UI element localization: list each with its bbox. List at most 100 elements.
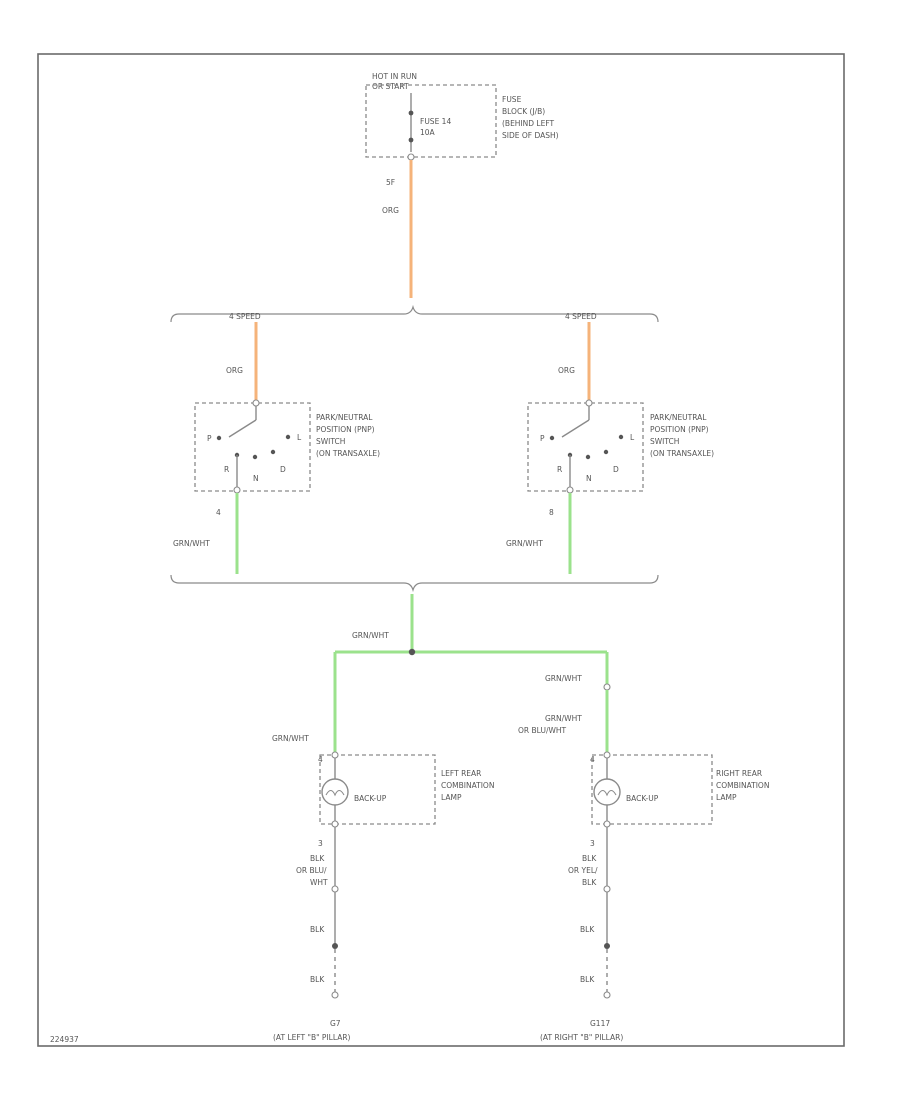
fuse-terminal-top <box>408 110 414 116</box>
left-lamp-output-connector <box>331 820 339 828</box>
fuse-output-wire-color: ORG <box>382 206 399 215</box>
right-pnp-contact-arm <box>561 419 590 438</box>
left-pnp-output-wire-color: GRN/WHT <box>173 539 210 548</box>
right-branch-label: 4 SPEED <box>565 312 597 321</box>
diagram-frame <box>37 53 845 1047</box>
left-pnp-contact-d <box>270 449 276 455</box>
right-lamp-output-wire-line3: BLK <box>582 878 597 887</box>
left-pnp-pos-r: R <box>224 465 229 474</box>
junction-wire-color: GRN/WHT <box>352 631 389 640</box>
splice-dot <box>408 648 416 656</box>
right-pnp-pos-r: R <box>557 465 562 474</box>
left-pnp-contact-n <box>252 454 258 460</box>
right-pnp-contact-l <box>618 434 624 440</box>
right-lamp-output-wire-line1: BLK <box>582 854 597 863</box>
left-lamp-output-wire-line2: OR BLU/ <box>296 866 327 875</box>
left-bulb-filament <box>325 789 345 797</box>
left-ground-id: G7 <box>330 1019 341 1028</box>
left-pnp-output-connector <box>233 486 241 494</box>
right-lamp-input-wire-line1: GRN/WHT <box>545 714 582 723</box>
pnp-switch-left: ORG P R N D L PARK/NEUTRAL POSITION (PNP… <box>173 322 380 574</box>
fuse-block-location-line1: FUSE <box>502 95 522 104</box>
top-brace-line <box>170 304 659 323</box>
right-pnp-input-wire-color: ORG <box>558 366 575 375</box>
right-lamp-output-connector <box>603 820 611 828</box>
diagram-id: 224937 <box>50 1035 79 1044</box>
left-lamp-output-wire-line1: BLK <box>310 854 325 863</box>
left-pnp-pos-n: N <box>253 474 259 483</box>
right-ground-wire-color-2: BLK <box>580 975 595 984</box>
right-pnp-label-line3: SWITCH <box>650 437 679 446</box>
left-pnp-label-line1: PARK/NEUTRAL <box>316 413 373 422</box>
right-rear-lamp-circuit: GRN/WHT GRN/WHT OR BLU/WHT 4 BACK-UP RIG… <box>518 652 769 1042</box>
left-lamp-label-line2: COMBINATION <box>441 781 494 790</box>
right-lamp-output-pin: 3 <box>590 839 595 848</box>
left-lamp-input-pin: 4 <box>318 755 323 764</box>
fuse-terminal-bottom <box>408 137 414 143</box>
left-ground-wire-color-2: BLK <box>310 975 325 984</box>
fuse-block-location-line3: (BEHIND LEFT <box>502 119 555 128</box>
left-ground-location: (AT LEFT "B" PILLAR) <box>273 1033 351 1042</box>
left-pnp-pos-p: P <box>207 434 212 443</box>
right-ground-connector <box>603 885 611 893</box>
right-pnp-contact-p <box>549 435 555 441</box>
right-pnp-contact-d <box>603 449 609 455</box>
right-lamp-label-line2: COMBINATION <box>716 781 769 790</box>
right-pnp-pos-n: N <box>586 474 592 483</box>
left-lamp-box <box>319 754 436 825</box>
left-ground-terminal <box>331 991 339 999</box>
fuse-block-location-line2: BLOCK (J/B) <box>502 107 545 116</box>
left-lamp-function: BACK-UP <box>354 794 387 803</box>
left-pnp-label-line2: POSITION (PNP) <box>316 425 375 434</box>
fuse-block-location-line4: SIDE OF DASH) <box>502 131 559 140</box>
left-pnp-pos-d: D <box>280 465 286 474</box>
right-pnp-pos-d: D <box>613 465 619 474</box>
fuse-block: HOT IN RUN OR START FUSE 14 10A FUSE BLO… <box>365 72 559 298</box>
left-ground-connector <box>331 885 339 893</box>
left-ground-splice <box>332 943 338 949</box>
left-pnp-input-wire-color: ORG <box>226 366 243 375</box>
right-pnp-contact-n <box>585 454 591 460</box>
left-pnp-contact-arm <box>228 419 257 438</box>
left-pnp-pos-l: L <box>297 433 302 442</box>
fuse-block-connector <box>407 153 415 161</box>
right-pnp-output-connector <box>566 486 574 494</box>
right-ground-id: G117 <box>590 1019 610 1028</box>
right-lamp-inline-connector <box>603 683 611 691</box>
right-pnp-pos-p: P <box>540 434 545 443</box>
left-lamp-input-connector <box>331 751 339 759</box>
right-lamp-function: BACK-UP <box>626 794 659 803</box>
right-lamp-label-line3: LAMP <box>716 793 737 802</box>
pnp-switch-right: ORG P R N D L PARK/NEUTRAL POSITION (PNP… <box>506 322 714 574</box>
right-bulb-filament <box>597 789 617 797</box>
left-rear-lamp-circuit: GRN/WHT 4 BACK-UP LEFT REAR COMBINATION … <box>272 652 494 1042</box>
left-lamp-label-line3: LAMP <box>441 793 462 802</box>
supply-label-line1: HOT IN RUN <box>372 72 417 81</box>
right-lamp-output-wire-line2: OR YEL/ <box>568 866 598 875</box>
right-lamp-label-line1: RIGHT REAR <box>716 769 762 778</box>
right-pnp-input-connector <box>585 399 593 407</box>
speed-branch-brace: 4 SPEED 4 SPEED <box>170 304 659 323</box>
right-pnp-label-line1: PARK/NEUTRAL <box>650 413 707 422</box>
left-pnp-label-line4: (ON TRANSAXLE) <box>316 449 380 458</box>
fuse-block-box <box>365 84 497 158</box>
fuse-rating-line1: FUSE 14 <box>420 117 451 126</box>
left-pnp-contact-l <box>285 434 291 440</box>
fuse-rating-line2: 10A <box>420 128 436 137</box>
right-pnp-label-line2: POSITION (PNP) <box>650 425 709 434</box>
right-pnp-pos-l: L <box>630 433 635 442</box>
supply-label-line2: OR START <box>372 82 409 91</box>
right-lamp-feed-wire-color: GRN/WHT <box>545 674 582 683</box>
right-pnp-label-line4: (ON TRANSAXLE) <box>650 449 714 458</box>
right-lamp-input-connector <box>603 751 611 759</box>
left-lamp-input-wire-color: GRN/WHT <box>272 734 309 743</box>
left-pnp-input-connector <box>252 399 260 407</box>
left-lamp-label-line1: LEFT REAR <box>441 769 481 778</box>
right-pnp-output-pin: 8 <box>549 508 554 517</box>
right-ground-wire-color-1: BLK <box>580 925 595 934</box>
bulb-icon <box>321 778 349 806</box>
bottom-brace-line <box>170 574 659 593</box>
right-lamp-input-wire-line2: OR BLU/WHT <box>518 726 567 735</box>
left-pnp-contact-p <box>216 435 222 441</box>
splice-junction: GRN/WHT <box>335 594 607 656</box>
